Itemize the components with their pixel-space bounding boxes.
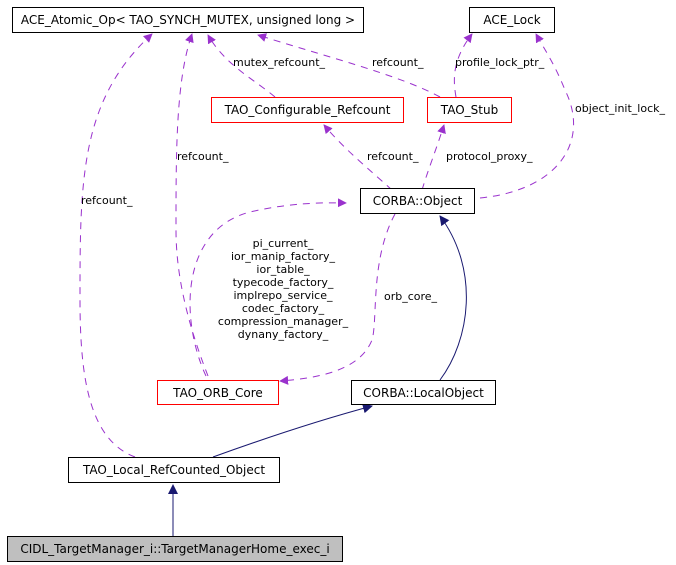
edge-local-refcount: [79, 33, 153, 458]
member-label: codec_factory_: [241, 302, 325, 315]
edge-object-init-lock: [479, 33, 575, 199]
edge-stub-refcount: [257, 33, 441, 98]
label-profile-lock-ptr: profile_lock_ptr_: [455, 56, 545, 69]
member-label: ior_manip_factory_: [230, 250, 335, 263]
node-corba-local-object[interactable]: CORBA::LocalObject: [351, 380, 496, 405]
label-orb-core-refcount: refcount_: [177, 150, 229, 163]
edge-orb-core-members: [189, 198, 347, 377]
node-target-manager-home-exec[interactable]: CIDL_TargetManager_i::TargetManagerHome_…: [7, 536, 343, 562]
label-orb-core-members: pi_current_ ior_manip_factory_ ior_table…: [208, 237, 358, 341]
edge-inherit-refcounted-localobject: [212, 403, 373, 458]
member-label: pi_current_: [252, 237, 314, 250]
label-object-init-lock: object_init_lock_: [575, 102, 665, 115]
edge-profile-lock-ptr: [453, 33, 473, 98]
member-label: dynany_factory_: [237, 328, 329, 341]
edge-object-refcount: [323, 124, 393, 191]
node-corba-object[interactable]: CORBA::Object: [360, 188, 475, 214]
node-tao-stub[interactable]: TAO_Stub: [427, 97, 512, 123]
edge-mutex-refcount: [207, 34, 276, 98]
label-stub-refcount: refcount_: [372, 56, 424, 69]
edge-orb-core: [279, 213, 396, 385]
label-object-refcount: refcount_: [367, 150, 419, 163]
label-mutex-refcount: mutex_refcount_: [233, 56, 326, 69]
member-label: ior_table_: [256, 263, 310, 276]
node-tao-local-refcounted-object[interactable]: TAO_Local_RefCounted_Object: [68, 457, 280, 483]
member-label: typecode_factory_: [232, 276, 334, 289]
node-ace-lock[interactable]: ACE_Lock: [469, 7, 555, 33]
node-tao-orb-core[interactable]: TAO_ORB_Core: [157, 380, 279, 405]
edge-orb-core-refcount: [175, 33, 209, 377]
node-tao-configurable-refcount[interactable]: TAO_Configurable_Refcount: [211, 97, 404, 123]
edge-protocol-proxy: [421, 124, 446, 191]
label-orb-core: orb_core_: [384, 290, 438, 303]
edge-inherit-localobject-object: [439, 215, 467, 381]
label-local-refcount: refcount_: [81, 194, 133, 207]
node-ace-atomic-op[interactable]: ACE_Atomic_Op< TAO_SYNCH_MUTEX, unsigned…: [12, 7, 364, 33]
label-protocol-proxy: protocol_proxy_: [446, 150, 533, 163]
member-label: compression_manager_: [217, 315, 349, 328]
member-label: implrepo_service_: [233, 289, 333, 302]
